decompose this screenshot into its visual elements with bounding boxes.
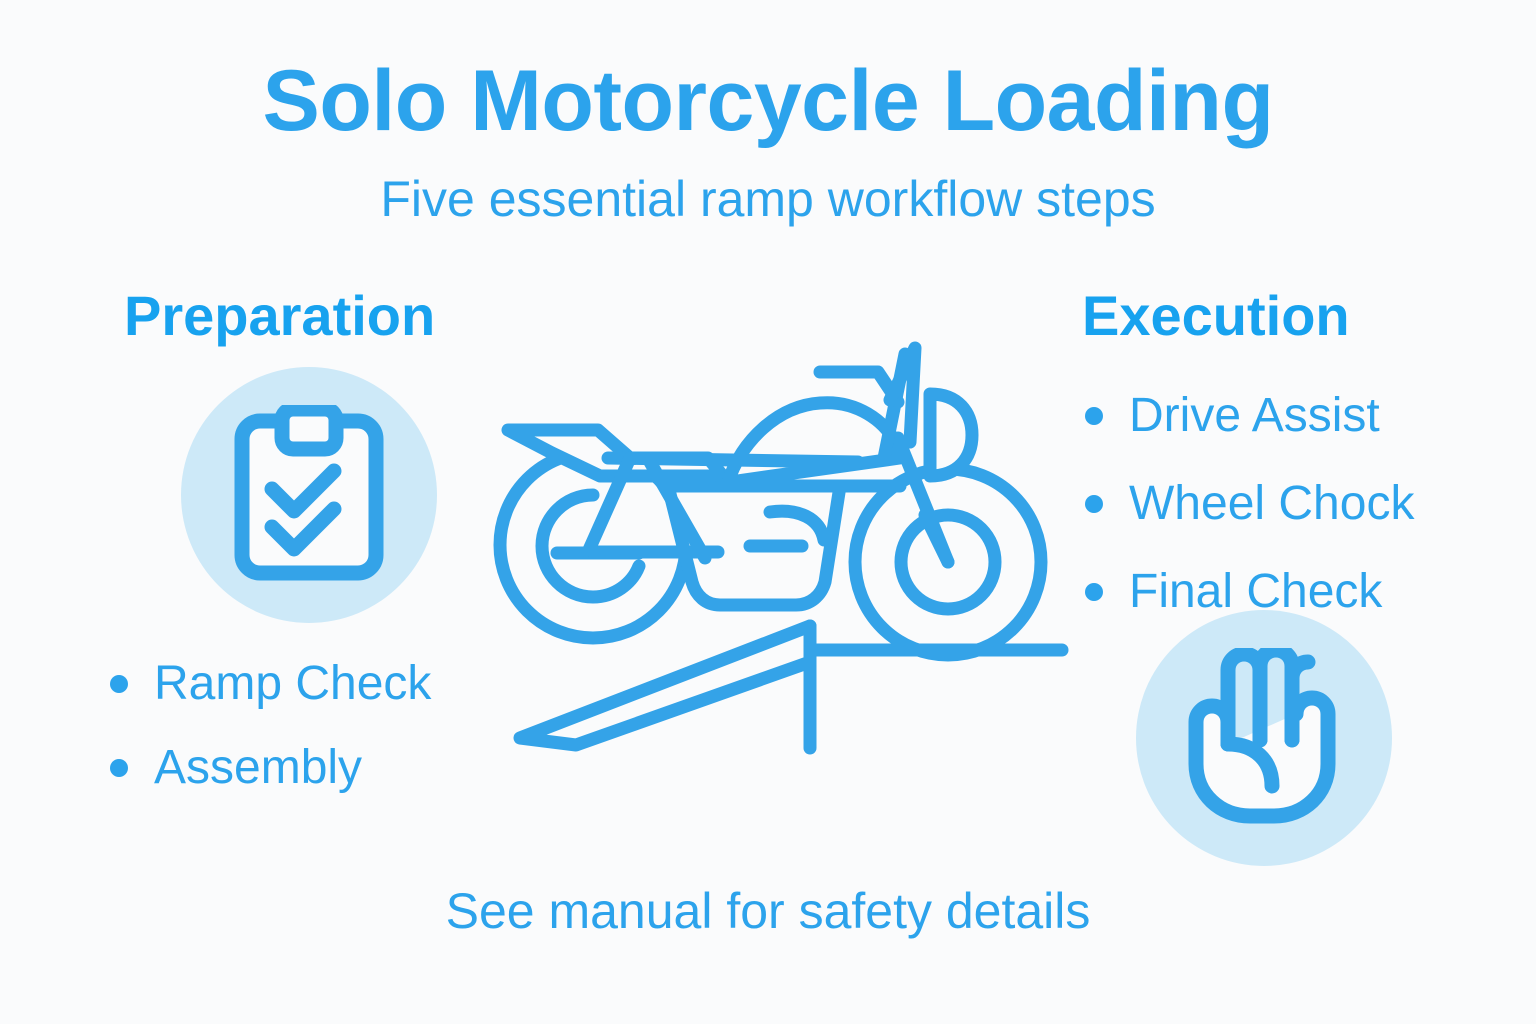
section-heading-execution: Execution (1082, 284, 1350, 347)
motorcycle-on-ramp-illustration (480, 290, 1080, 790)
bullet-dot-icon (1085, 407, 1103, 425)
clipboard-checklist-icon (234, 401, 384, 586)
list-item[interactable]: Final Check (1085, 568, 1414, 616)
list-item-label: Drive Assist (1129, 389, 1380, 442)
section-heading-preparation: Preparation (124, 284, 436, 347)
bullet-dot-icon (1085, 495, 1103, 513)
list-item-label: Assembly (154, 741, 363, 794)
footer-note: See manual for safety details (445, 883, 1091, 939)
bullet-dot-icon (1085, 583, 1103, 601)
list-item[interactable]: Wheel Chock (1085, 480, 1414, 528)
list-item-label: Wheel Chock (1129, 477, 1415, 530)
preparation-icon-badge (181, 367, 437, 623)
list-item[interactable]: Drive Assist (1085, 392, 1414, 440)
execution-icon-badge (1136, 610, 1392, 866)
execution-list: Drive Assist Wheel Chock Final Check (1085, 392, 1414, 656)
raised-hand-icon (1188, 642, 1340, 829)
list-item-label: Ramp Check (154, 657, 432, 710)
loading-ramp (513, 619, 817, 752)
page-subtitle: Five essential ramp workflow steps (380, 171, 1156, 227)
bullet-dot-icon (110, 675, 128, 693)
page-title: Solo Motorcycle Loading (262, 53, 1274, 149)
preparation-list: Ramp Check Assembly (110, 660, 431, 828)
list-item[interactable]: Assembly (110, 744, 431, 792)
list-item[interactable]: Ramp Check (110, 660, 431, 708)
list-item-label: Final Check (1129, 565, 1383, 618)
bullet-dot-icon (110, 759, 128, 777)
